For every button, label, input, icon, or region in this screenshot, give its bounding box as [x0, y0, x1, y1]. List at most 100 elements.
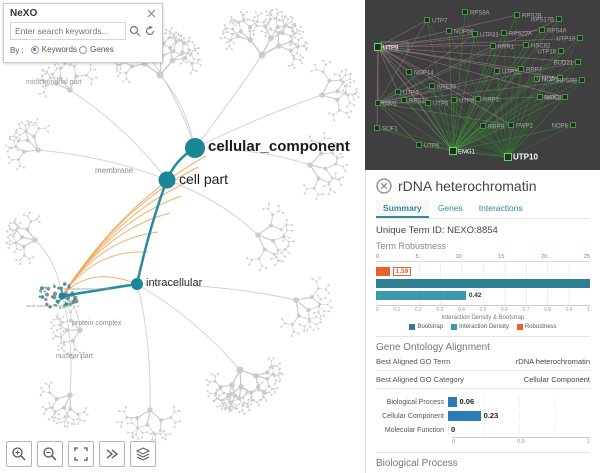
biological-process-heading: Biological Process [376, 452, 590, 469]
gene-label: KRR1 [498, 45, 515, 51]
gene-node-RRP7[interactable] [518, 66, 524, 72]
term-title: rDNA heterochromatin [398, 178, 537, 194]
gene-label: PWP2 [516, 124, 534, 130]
gene-label: DIM1 [383, 102, 398, 108]
tree-toolbar [6, 441, 156, 467]
layers-button[interactable] [130, 441, 156, 467]
gene-node-RPS9B[interactable] [579, 77, 585, 83]
gene-label: UTP10 [513, 153, 538, 162]
gene-node-UTP7[interactable] [424, 17, 430, 23]
gene-node-RPS7B[interactable] [514, 12, 520, 18]
gene-label: RRP3 [483, 98, 500, 104]
gene-node-SOF1[interactable] [374, 125, 380, 131]
gene-node-NOP56[interactable] [446, 28, 452, 34]
zoom-in-button[interactable] [6, 441, 32, 467]
gene-node-UTP5[interactable] [425, 100, 431, 106]
bar-interaction-density: 0.42 [376, 291, 590, 300]
bar-robustness: 1.59 [376, 267, 590, 276]
gene-node-RPS22A[interactable] [501, 30, 507, 36]
gene-node-UTP6[interactable] [416, 142, 422, 148]
search-input[interactable] [10, 22, 126, 40]
gene-node-NAN1[interactable] [562, 94, 568, 100]
gene-node-KRR1[interactable] [490, 43, 496, 49]
gene-label: RPS8A [470, 11, 490, 17]
fit-to-screen-button[interactable] [68, 441, 94, 467]
gene-node-UTP13[interactable] [577, 35, 583, 41]
expand-tree-button[interactable] [99, 441, 125, 467]
gene-label: NOP14 [414, 71, 434, 77]
tree-node-cellular_component[interactable] [185, 138, 205, 158]
tree-node-intracellular[interactable] [131, 278, 143, 290]
gene-node-UTP10[interactable] [504, 153, 512, 161]
tab-interactions[interactable]: Interactions [478, 203, 523, 213]
gene-node-HSC82[interactable] [523, 42, 529, 48]
zoom-out-button[interactable] [37, 441, 63, 467]
gene-node-UTP15[interactable] [557, 75, 563, 81]
gene-label: UTP18 [537, 50, 556, 56]
gene-label: UTP15 [536, 77, 555, 83]
robustness-xlabel: Interaction Density & Bootstrap [441, 315, 525, 321]
gene-label: UTP7 [432, 19, 448, 25]
gene-node-NOP6[interactable] [570, 122, 576, 128]
gene-node-UTP4[interactable] [395, 89, 401, 95]
gene-node-NOP14[interactable] [406, 69, 412, 75]
gene-label: UTP21 [480, 33, 499, 39]
search-icon[interactable] [129, 25, 141, 37]
gene-node-RRP9[interactable] [480, 123, 486, 129]
radio-keywords[interactable]: Keywords [30, 45, 77, 54]
gene-label: NOP56 [454, 30, 474, 36]
detail-tabs: Summary Genes Interactions [376, 200, 590, 219]
gene-node-UTP21[interactable] [472, 31, 478, 37]
by-label: By : [10, 45, 24, 55]
refresh-icon[interactable] [144, 25, 156, 37]
bar-bootstrap [376, 279, 590, 288]
gene-label: HSC82 [531, 44, 551, 50]
gene-node-PWP2[interactable] [508, 122, 514, 128]
gene-node-UTP18[interactable] [558, 48, 564, 54]
gene-node-BUD21[interactable] [575, 59, 581, 65]
radio-genes[interactable]: Genes [79, 45, 114, 54]
tab-genes[interactable]: Genes [437, 203, 463, 213]
gene-node-RPS8A[interactable] [462, 9, 468, 15]
gene-node-DIM1[interactable] [375, 100, 381, 106]
gene-label: RPS9B [557, 79, 577, 85]
gene-node-UTP8[interactable] [451, 97, 457, 103]
gene-label: RPS17B [531, 18, 554, 24]
gene-node-NOC4[interactable] [537, 94, 543, 100]
gene-node-RPS13[interactable] [401, 97, 407, 103]
robustness-bars: 1.59 0.42 [376, 262, 590, 305]
go-alignment-heading: Gene Ontology Alignment [376, 342, 490, 353]
tree-node-cell part[interactable] [158, 171, 176, 189]
gene-label: UTP6 [424, 144, 440, 150]
gene-node-EMG1[interactable] [449, 147, 457, 155]
gene-label: BUD21 [554, 61, 574, 67]
gene-node-KRE33[interactable] [429, 83, 435, 89]
ontology-tree[interactable] [0, 0, 365, 473]
gene-label: KRE33 [437, 85, 457, 91]
tree-node-cluster-root[interactable] [58, 292, 66, 300]
gene-node-RPS17B[interactable] [556, 16, 562, 22]
gene-node-RPS4A[interactable] [539, 27, 545, 33]
gene-node-NOP1[interactable] [534, 76, 540, 82]
gene-label: UTP22 [502, 70, 521, 76]
legend-interaction-density: Interaction Density [451, 324, 509, 330]
tab-summary[interactable]: Summary [376, 200, 429, 218]
gene-node-UTP9[interactable] [374, 43, 382, 51]
gene-node-RRP3[interactable] [475, 96, 481, 102]
gene-node-UTP22[interactable] [494, 68, 500, 74]
gene-label: RPS4A [547, 29, 567, 35]
close-detail-icon[interactable] [376, 178, 392, 194]
close-search-icon[interactable] [147, 9, 156, 18]
search-panel: NeXO By : Keywords Genes [3, 3, 163, 63]
gene-label: RRP7 [526, 68, 543, 74]
unique-term-id: Unique Term ID: NEXO:8854 [376, 225, 498, 236]
gene-label: UTP9 [383, 46, 399, 52]
